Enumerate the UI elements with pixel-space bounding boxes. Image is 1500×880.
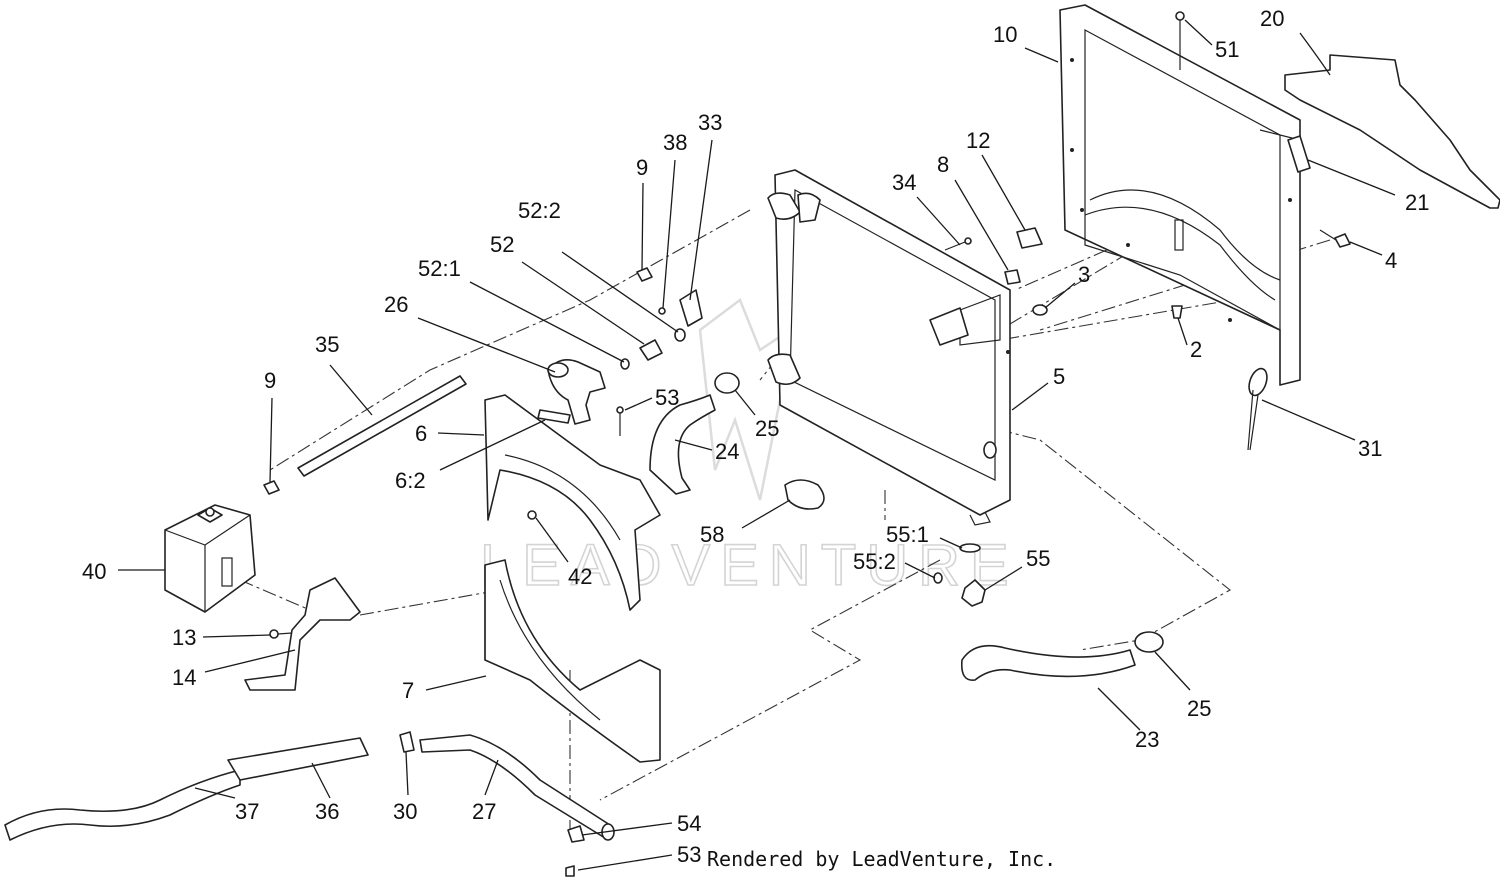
screw-53-mid-icon <box>616 406 624 436</box>
callout-13: 13 <box>172 625 196 650</box>
callout-labels: 20 10 51 21 4 12 8 34 3 2 5 31 33 38 9 5… <box>82 6 1429 867</box>
hose-37-icon <box>4 769 241 841</box>
clamp-30-icon <box>399 731 415 753</box>
shroud-panel <box>1284 54 1500 209</box>
hose-36-icon <box>227 737 369 781</box>
washer-55-2-icon <box>933 572 943 584</box>
callout-34: 34 <box>892 170 916 195</box>
overflow-tank <box>164 504 256 613</box>
callout-3: 3 <box>1078 262 1090 287</box>
block-12-icon <box>1016 227 1043 249</box>
oring-55-1-icon <box>959 543 981 553</box>
callout-12: 12 <box>966 128 990 153</box>
shroud-lower <box>484 559 661 763</box>
callout-2: 2 <box>1190 337 1202 362</box>
callout-33: 33 <box>698 110 722 135</box>
callout-9-left: 9 <box>264 368 276 393</box>
callout-38: 38 <box>663 130 687 155</box>
callout-40: 40 <box>82 559 106 584</box>
callout-53-mid: 53 <box>655 385 679 410</box>
bracket-14-icon <box>244 577 361 691</box>
callout-52: 52 <box>490 232 514 257</box>
callout-10: 10 <box>993 22 1017 47</box>
callout-55-1: 55:1 <box>886 522 929 547</box>
screw-51-icon <box>1175 11 1185 70</box>
clamp-25-top-icon <box>714 372 740 394</box>
watermark: LEADVENTURE <box>479 298 1019 599</box>
screw-13-icon <box>269 629 293 639</box>
callout-52-1: 52:1 <box>418 256 461 281</box>
clip-54-icon <box>567 825 585 843</box>
callout-55: 55 <box>1026 546 1050 571</box>
callout-31: 31 <box>1358 436 1382 461</box>
callout-55-2: 55:2 <box>853 549 896 574</box>
tube-35-icon <box>297 375 467 477</box>
callout-52-2: 52:2 <box>518 198 561 223</box>
hose-23-icon <box>960 644 1136 681</box>
leader-lines <box>118 19 1396 871</box>
callout-58: 58 <box>700 522 724 547</box>
shroud-upper <box>484 394 661 611</box>
callout-36: 36 <box>315 799 339 824</box>
callout-35: 35 <box>315 332 339 357</box>
callout-53-bottom: 53 <box>677 842 701 867</box>
washer-3-icon <box>1032 304 1048 316</box>
callout-25-top: 25 <box>755 416 779 441</box>
radiator-frame <box>1059 4 1301 386</box>
nut-9-top-icon <box>636 267 653 282</box>
callout-30: 30 <box>393 799 417 824</box>
credit-text: Rendered by LeadVenture, Inc. <box>707 847 1056 871</box>
callout-5: 5 <box>1053 364 1065 389</box>
nut-9-left-icon <box>263 480 280 495</box>
elbow-55-icon <box>961 579 986 607</box>
elbow-26-icon <box>547 359 606 425</box>
callout-20: 20 <box>1260 6 1284 31</box>
callout-25-right: 25 <box>1187 696 1211 721</box>
screw-2-icon <box>1171 305 1183 319</box>
callout-51: 51 <box>1215 37 1239 62</box>
hose-24-icon <box>649 394 716 495</box>
callout-6-2: 6:2 <box>395 468 426 493</box>
callout-4: 4 <box>1385 248 1397 273</box>
callout-54: 54 <box>677 811 701 836</box>
clip-21-icon <box>1287 135 1311 173</box>
callout-8: 8 <box>937 152 949 177</box>
pin-31-icon <box>1247 367 1268 451</box>
radiator-core <box>767 169 1011 526</box>
bolt-8-icon <box>1004 269 1021 285</box>
callout-24: 24 <box>715 439 739 464</box>
clamp-25-right-icon <box>1134 631 1164 653</box>
callout-23: 23 <box>1135 727 1159 752</box>
callout-14: 14 <box>172 665 196 690</box>
callout-6: 6 <box>415 421 427 446</box>
callout-27: 27 <box>472 799 496 824</box>
callout-26: 26 <box>384 292 408 317</box>
fitting-52-icon <box>639 339 663 361</box>
screw-53-bottom-icon <box>565 865 575 877</box>
callout-21: 21 <box>1405 190 1429 215</box>
screw-38-icon <box>658 307 666 315</box>
watermark-logo-icon <box>698 298 792 501</box>
watermark-text: LEADVENTURE <box>480 533 1019 598</box>
callout-9-top: 9 <box>636 155 648 180</box>
seal-58-icon <box>784 479 825 510</box>
bolt-34-icon <box>944 237 972 251</box>
callout-7: 7 <box>402 678 414 703</box>
callout-42: 42 <box>568 564 592 589</box>
tube-27-icon <box>419 734 615 841</box>
pin-4-icon <box>1319 229 1351 248</box>
callout-37: 37 <box>235 799 259 824</box>
